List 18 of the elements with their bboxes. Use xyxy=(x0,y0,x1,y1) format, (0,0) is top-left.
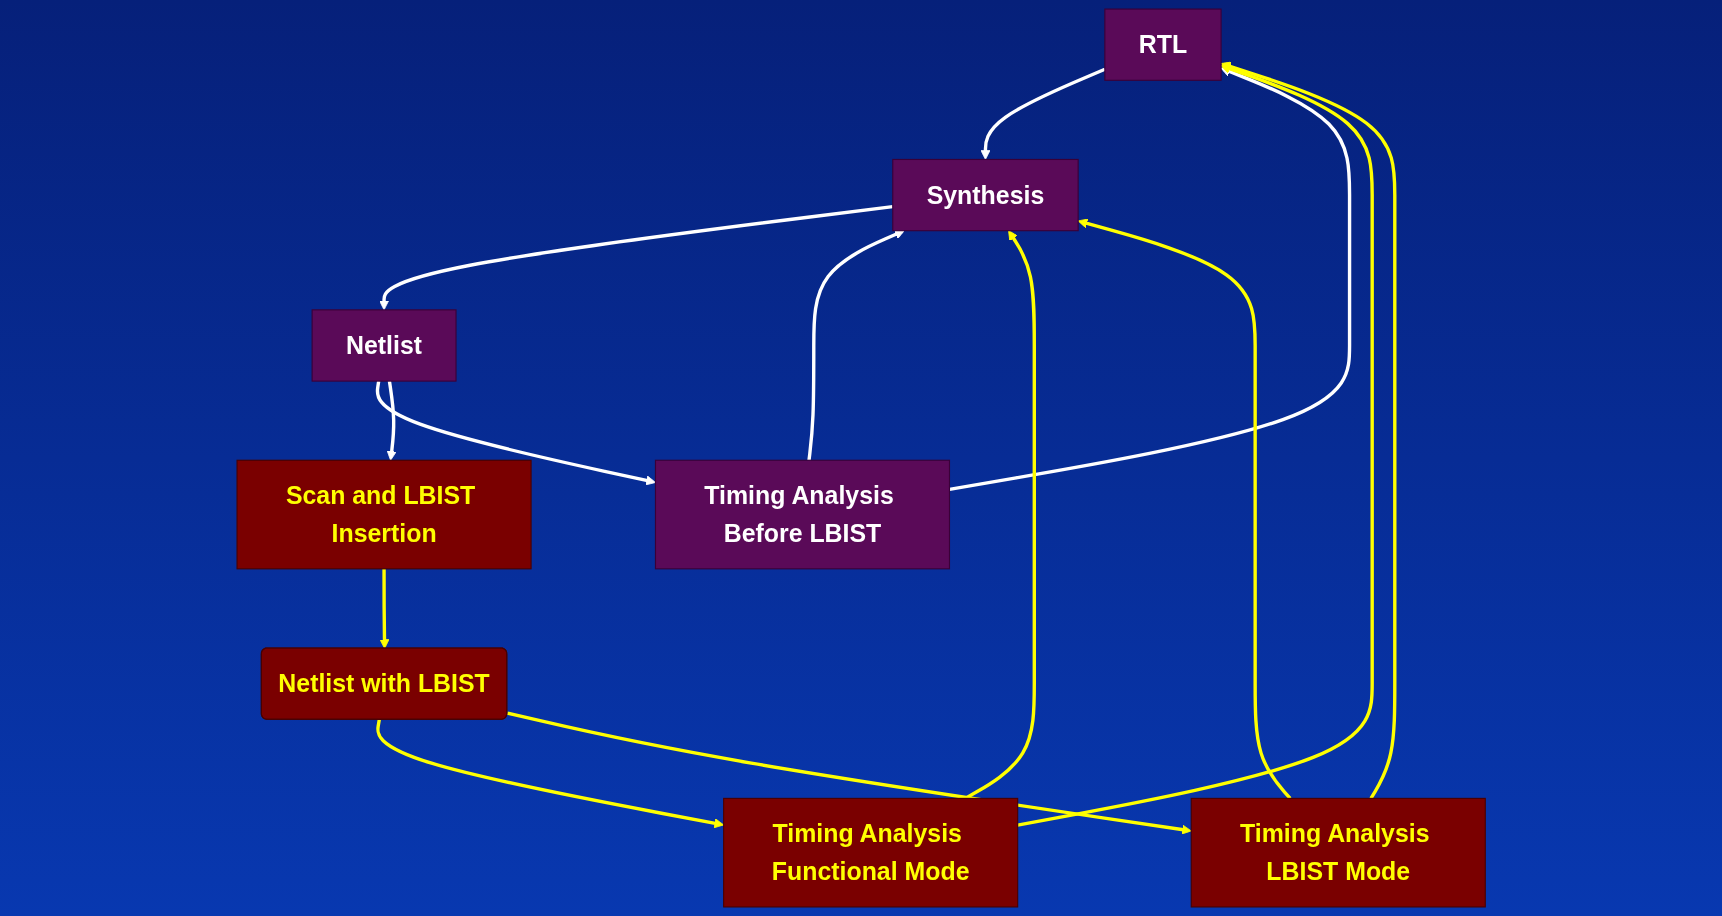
arrow xyxy=(964,230,1036,800)
node-box: RTL xyxy=(1104,8,1222,81)
node-box: Netlist xyxy=(311,309,457,382)
node-box: Synthesis xyxy=(892,158,1079,232)
node-box: Scan and LBIST Insertion xyxy=(236,459,532,570)
arrow xyxy=(506,711,1192,835)
arrow xyxy=(379,568,390,649)
arrow xyxy=(378,205,893,311)
arrow xyxy=(386,380,397,461)
arrow xyxy=(807,229,905,461)
arrow xyxy=(1220,61,1397,800)
arrow xyxy=(949,66,1352,491)
node-box: Timing Analysis Before LBIST xyxy=(654,459,950,570)
arrow xyxy=(375,380,656,486)
node-box: Timing Analysis LBIST Mode xyxy=(1190,797,1486,908)
node-box: Timing Analysis Functional Mode xyxy=(722,797,1019,908)
arrow xyxy=(376,719,724,829)
arrow xyxy=(1017,63,1374,827)
